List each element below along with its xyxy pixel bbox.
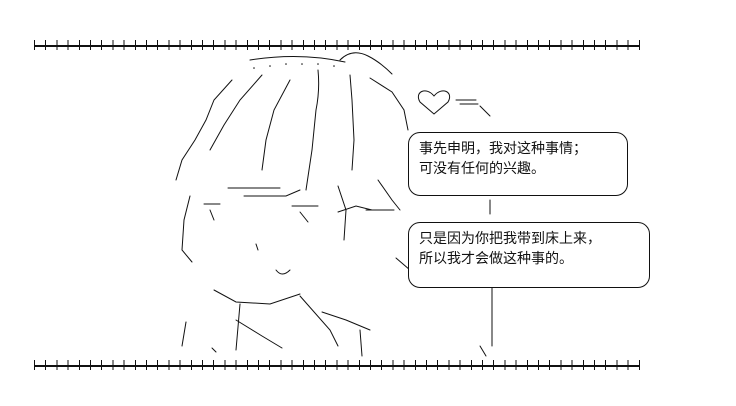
dot-3 xyxy=(285,63,287,65)
dot-6 xyxy=(333,65,335,67)
shoulder-left xyxy=(181,321,187,347)
chin xyxy=(213,289,301,305)
body-bottom xyxy=(211,345,487,357)
collar xyxy=(321,311,371,331)
speech-bubble-1: 事先申明，我对这种事情； 可没有任何的兴趣。 xyxy=(408,132,628,196)
eye-left xyxy=(203,203,221,221)
hair-lower-3 xyxy=(395,257,411,271)
hair-left xyxy=(175,79,233,181)
hair-strand-3 xyxy=(305,69,320,191)
dot-4 xyxy=(301,63,303,65)
speech-bubble-2: 只是因为你把我带到床上来， 所以我才会做这种事的。 xyxy=(408,222,650,288)
bubble-1-line-1: 事先申明，我对这种事情； xyxy=(419,141,587,157)
dot-1 xyxy=(253,67,255,69)
hair-lower-1 xyxy=(337,185,347,241)
top-rail xyxy=(34,45,640,47)
hair-strand-1 xyxy=(209,74,263,151)
hair-lower-2 xyxy=(377,179,401,211)
heart-trail xyxy=(455,99,491,117)
nose xyxy=(255,243,259,251)
torso xyxy=(235,319,283,349)
hair-top xyxy=(249,55,346,63)
hair-strand-2 xyxy=(261,79,291,171)
neck-right xyxy=(299,295,339,347)
bubble-1-line-2: 可没有任何的兴趣。 xyxy=(419,161,545,177)
neck-left xyxy=(235,303,241,351)
ahoge xyxy=(339,52,393,75)
hair-right xyxy=(369,77,409,131)
bubble-2-line-1: 只是因为你把我带到床上来， xyxy=(419,231,601,247)
hair-strand-4 xyxy=(349,74,355,171)
heart-icon xyxy=(418,90,450,115)
ribbon xyxy=(337,205,395,213)
bubble-2-line-2: 所以我才会做这种事的。 xyxy=(419,251,573,267)
eye-right xyxy=(291,205,319,223)
mouth xyxy=(275,269,291,275)
face-left xyxy=(181,195,193,263)
body-right xyxy=(359,329,363,357)
dot-5 xyxy=(317,63,319,65)
dot-2 xyxy=(269,65,271,67)
bang-line xyxy=(243,189,301,197)
bottom-rail xyxy=(34,365,640,367)
